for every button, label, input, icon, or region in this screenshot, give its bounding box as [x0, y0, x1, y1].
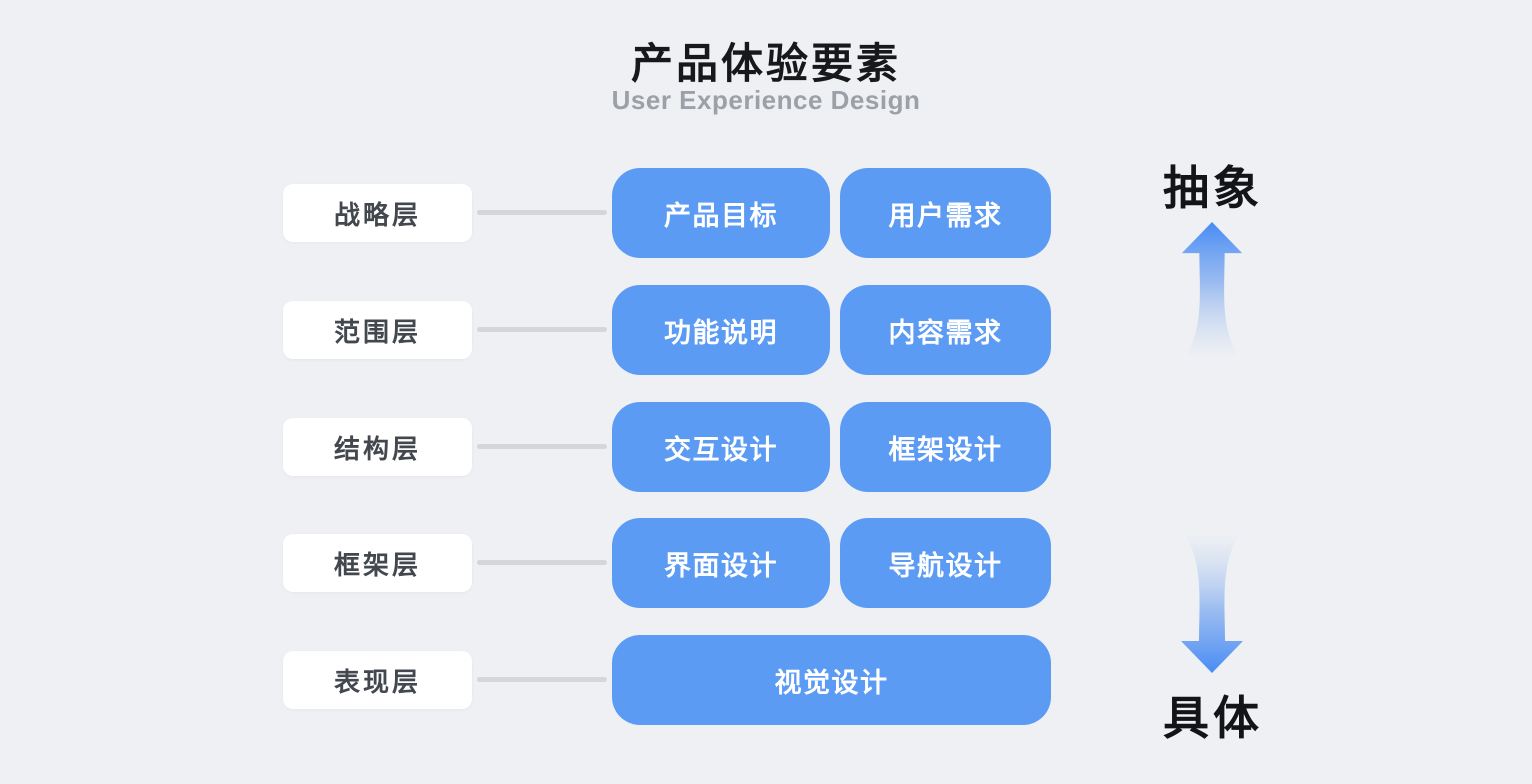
- connector-line: [477, 677, 607, 682]
- axis-label-abstract: 抽象: [1163, 162, 1263, 214]
- layer-label-strategy: 战略层: [283, 184, 472, 242]
- layer-label-scope: 范围层: [283, 301, 472, 359]
- node-interaction-design: 交互设计: [612, 402, 830, 492]
- node-navigation-design: 导航设计: [840, 518, 1051, 608]
- page-title: 产品体验要素: [630, 40, 901, 87]
- down-arrow-icon: [1181, 533, 1243, 673]
- layer-row-skeleton: 框架层 界面设计 导航设计: [0, 518, 1532, 608]
- layer-label-structure: 结构层: [283, 418, 472, 476]
- layer-label-skeleton: 框架层: [283, 534, 472, 592]
- node-interface-design: 界面设计: [612, 518, 830, 608]
- page-subtitle: User Experience Design: [611, 85, 921, 115]
- layer-row-scope: 范围层 功能说明 内容需求: [0, 285, 1532, 375]
- connector-line: [477, 560, 607, 565]
- connector-line: [477, 210, 607, 215]
- layer-row-surface: 表现层 视觉设计: [0, 635, 1532, 725]
- node-visual-design: 视觉设计: [612, 635, 1051, 725]
- layer-row-structure: 结构层 交互设计 框架设计: [0, 402, 1532, 492]
- connector-line: [477, 327, 607, 332]
- node-product-goals: 产品目标: [612, 168, 830, 258]
- layer-label-surface: 表现层: [283, 651, 472, 709]
- node-user-needs: 用户需求: [840, 168, 1051, 258]
- up-arrow-icon: [1181, 222, 1243, 358]
- axis-label-concrete: 具体: [1163, 692, 1263, 744]
- node-functional-specs: 功能说明: [612, 285, 830, 375]
- node-content-requirements: 内容需求: [840, 285, 1051, 375]
- layer-row-strategy: 战略层 产品目标 用户需求: [0, 168, 1532, 258]
- node-framework-design: 框架设计: [840, 402, 1051, 492]
- connector-line: [477, 444, 607, 449]
